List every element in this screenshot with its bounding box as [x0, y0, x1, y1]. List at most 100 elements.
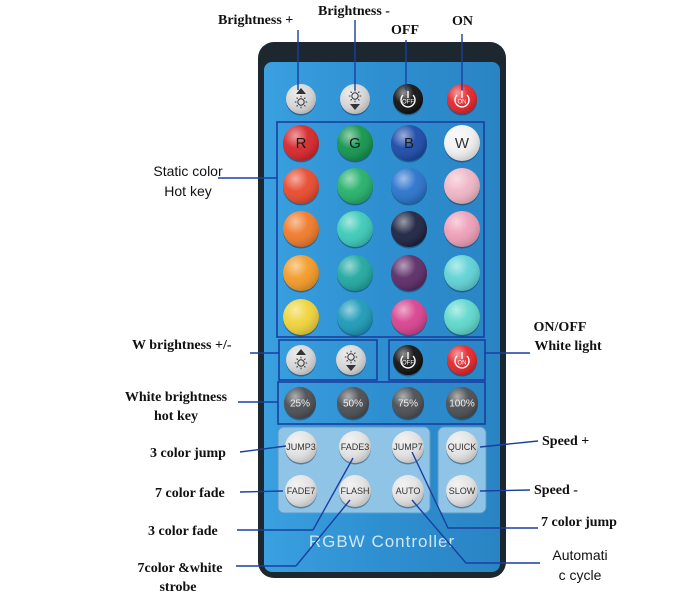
percent-label: 25%: [290, 399, 310, 410]
mode-label: FADE7: [287, 486, 316, 496]
color-button[interactable]: [283, 168, 319, 206]
off-button[interactable]: OFF: [393, 84, 423, 116]
label-speed-up: Speed +: [542, 434, 589, 449]
speed-label: QUICK: [448, 442, 477, 452]
speed-button[interactable]: SLOW: [446, 475, 478, 509]
color-button[interactable]: [337, 255, 373, 293]
button-gloss: [444, 125, 480, 161]
button-gloss: [337, 168, 373, 204]
color-button[interactable]: [283, 299, 319, 337]
label-white-hotkey: hot key: [154, 409, 198, 424]
color-letter: W: [455, 135, 470, 152]
percent-label: 75%: [398, 399, 418, 410]
button-gloss: [444, 211, 480, 247]
button-gloss: [337, 387, 369, 419]
color-button[interactable]: [444, 211, 480, 249]
on-button[interactable]: ON: [447, 84, 477, 116]
power-icon: OFF: [400, 352, 416, 369]
button-gloss: [337, 299, 373, 335]
button-gloss: [337, 125, 373, 161]
power-label: ON: [458, 361, 467, 367]
power-icon: ON: [454, 352, 470, 369]
speed-label: SLOW: [449, 486, 476, 496]
button-gloss: [283, 125, 319, 161]
label-w-brightness: W brightness +/-: [132, 338, 232, 353]
label-strobe-2: strobe: [159, 580, 196, 595]
color-button[interactable]: W: [444, 125, 480, 163]
percent-button[interactable]: 50%: [337, 387, 369, 421]
button-gloss: [337, 255, 373, 291]
w-brightness-up-button[interactable]: [286, 345, 316, 377]
color-button[interactable]: [444, 299, 480, 337]
button-gloss: [447, 84, 477, 114]
percent-button[interactable]: 100%: [446, 387, 478, 421]
percent-label: 50%: [343, 399, 363, 410]
power-icon: OFF: [400, 91, 416, 108]
color-button[interactable]: B: [391, 125, 427, 163]
button-gloss: [447, 345, 477, 375]
callout-lines: [218, 20, 540, 567]
button-gloss: [392, 475, 424, 507]
color-button[interactable]: G: [337, 125, 373, 163]
mode-button[interactable]: JUMP7: [392, 431, 424, 465]
color-button[interactable]: [444, 168, 480, 206]
button-gloss: [284, 387, 316, 419]
button-gloss: [339, 431, 371, 463]
color-letter: R: [296, 135, 307, 152]
color-button[interactable]: [391, 299, 427, 337]
button-gloss: [446, 387, 478, 419]
percent-button[interactable]: 25%: [284, 387, 316, 421]
w-brightness-frame: [278, 339, 378, 381]
mode-button[interactable]: FADE7: [285, 475, 317, 509]
power-icon: ON: [454, 91, 470, 108]
button-gloss: [283, 211, 319, 247]
label-on-off: ON/OFF: [534, 320, 587, 335]
label-white-brightness: White brightness: [125, 390, 228, 405]
sun-up-icon: [294, 88, 308, 109]
mode-button[interactable]: JUMP3: [285, 431, 317, 465]
label-hot-key: Hot key: [164, 183, 211, 199]
label-brightness-up: Brightness +: [218, 13, 293, 28]
mode-button[interactable]: FLASH: [339, 475, 371, 509]
color-button[interactable]: [283, 211, 319, 249]
color-button[interactable]: [391, 255, 427, 293]
color-button[interactable]: [337, 211, 373, 249]
color-button[interactable]: [283, 255, 319, 293]
color-button[interactable]: [337, 299, 373, 337]
button-gloss: [337, 211, 373, 247]
mode-label: FLASH: [340, 486, 369, 496]
mode-label: FADE3: [341, 442, 370, 452]
percent-button[interactable]: 75%: [392, 387, 424, 421]
brightness-down-button[interactable]: [340, 84, 370, 116]
label-static-color: Static color: [153, 163, 223, 179]
button-gloss: [391, 211, 427, 247]
button-gloss: [283, 168, 319, 204]
w-brightness-down-button[interactable]: [336, 345, 366, 377]
color-button[interactable]: [337, 168, 373, 206]
button-gloss: [393, 345, 423, 375]
sun-up-icon: [294, 349, 308, 370]
brightness-up-button[interactable]: [286, 84, 316, 116]
color-button[interactable]: [444, 255, 480, 293]
sun-down-icon: [348, 89, 362, 110]
label-speed-down: Speed -: [534, 483, 578, 498]
button-gloss: [392, 387, 424, 419]
white-on-button[interactable]: ON: [447, 345, 477, 377]
color-button[interactable]: [391, 211, 427, 249]
label-on: ON: [452, 14, 473, 29]
button-gloss: [391, 168, 427, 204]
mode-label: AUTO: [396, 486, 421, 496]
color-button[interactable]: R: [283, 125, 319, 163]
label-strobe-1: 7color &white: [138, 561, 223, 576]
color-letter: B: [404, 135, 414, 152]
mode-label: JUMP7: [393, 442, 423, 452]
color-button[interactable]: [391, 168, 427, 206]
mode-button[interactable]: FADE3: [339, 431, 371, 465]
mode-button[interactable]: AUTO: [392, 475, 424, 509]
sun-down-icon: [344, 350, 358, 371]
speed-button[interactable]: QUICK: [446, 431, 478, 465]
mode-label: JUMP3: [286, 442, 316, 452]
label-3-color-jump: 3 color jump: [150, 446, 226, 461]
button-gloss: [339, 475, 371, 507]
white-off-button[interactable]: OFF: [393, 345, 423, 377]
